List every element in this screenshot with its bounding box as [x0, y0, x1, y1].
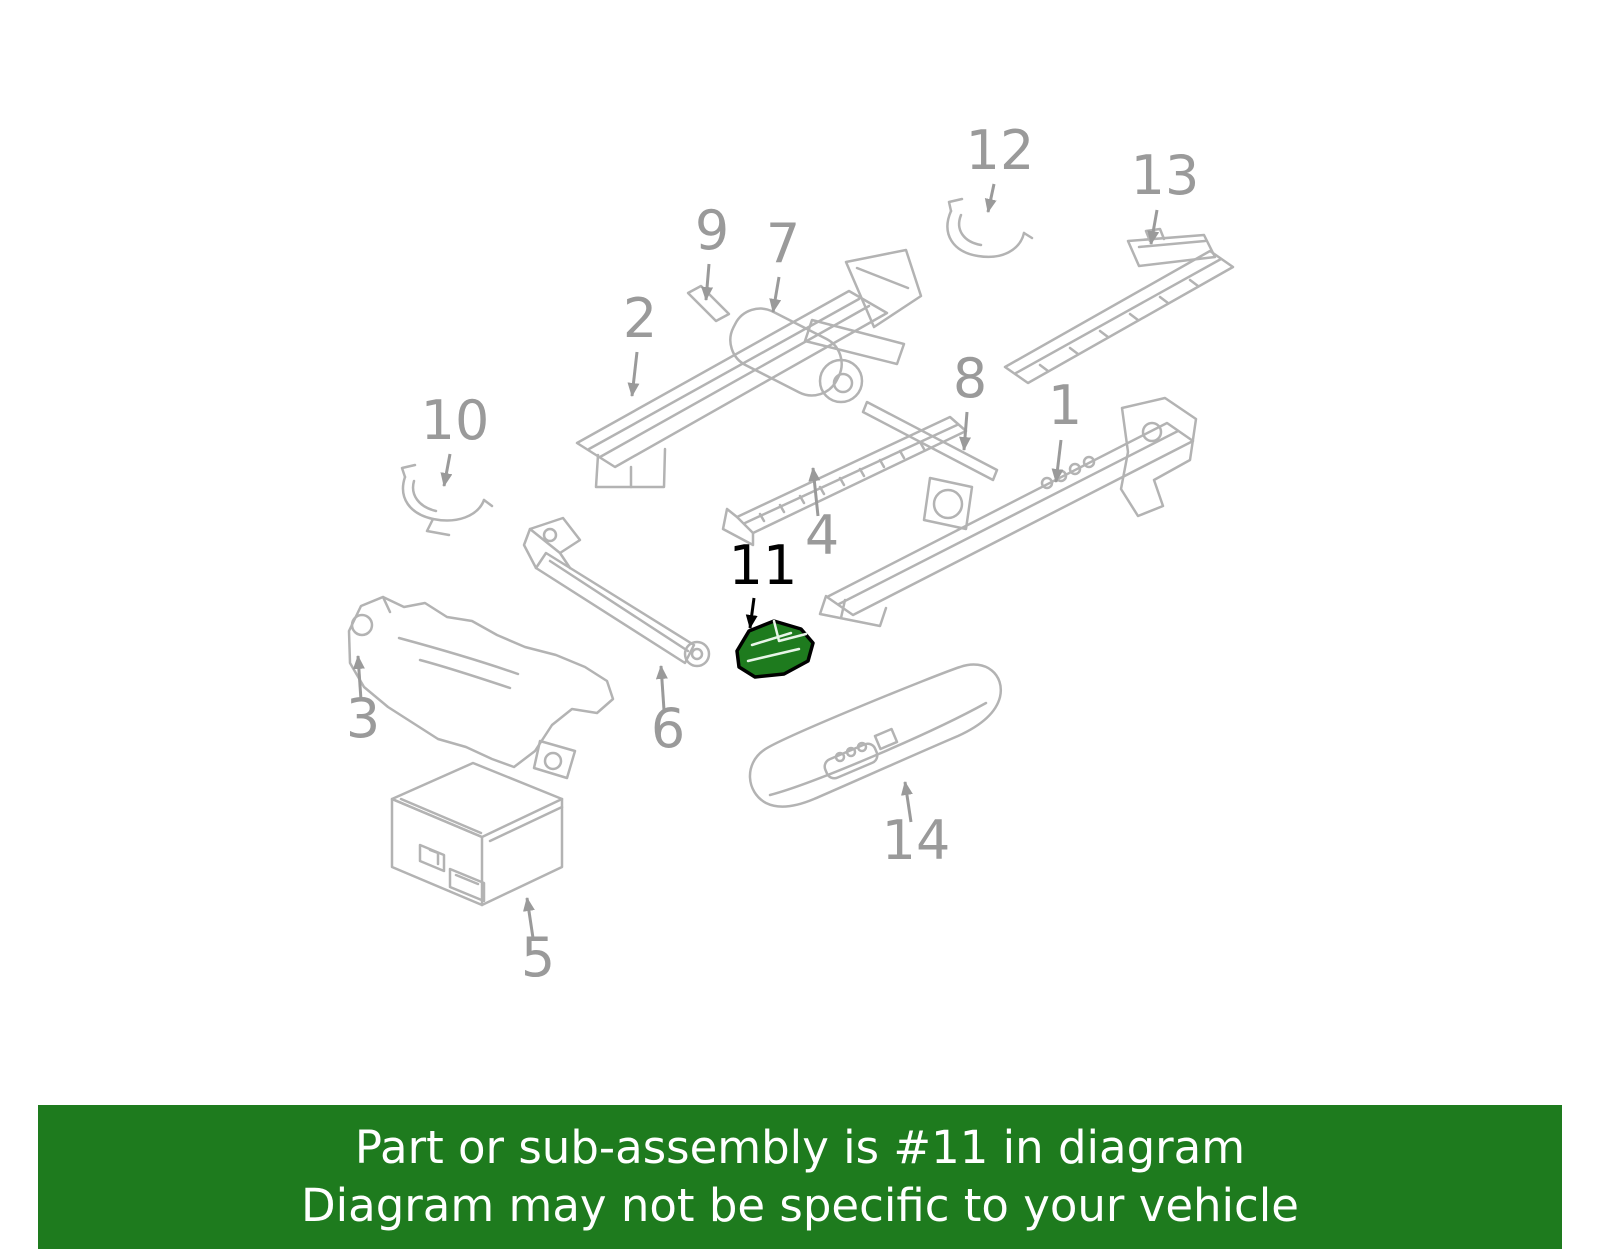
banner-line-1: Part or sub-assembly is #11 in diagram	[354, 1121, 1246, 1175]
callout-8-arrow	[959, 411, 972, 451]
callout-3-arrow	[352, 655, 365, 701]
callout-1-arrow	[1051, 439, 1064, 483]
part-2-track-drawing	[575, 289, 889, 489]
part-3-bracket-drawing	[347, 595, 615, 780]
callout-9-label: 9	[695, 199, 729, 262]
callout-2-label: 2	[623, 287, 657, 350]
callout-3-label: 3	[346, 687, 380, 750]
callout-6-arrow	[655, 665, 668, 711]
callout-1-label: 1	[1048, 374, 1082, 437]
banner-line-2: Diagram may not be specific to your vehi…	[301, 1179, 1299, 1232]
part-13-track-drawing	[1003, 227, 1235, 385]
callout-12-label: 12	[966, 119, 1035, 182]
callout-10-label: 10	[421, 389, 490, 452]
callout-4-label: 4	[805, 504, 839, 567]
callout-14-arrow	[900, 781, 913, 823]
highlight-banner: Part or sub-assembly is #11 in diagram D…	[38, 1105, 1562, 1249]
callout-14-label: 14	[882, 809, 951, 872]
part-11-highlighted-drawing	[735, 619, 815, 679]
callout-13-label: 13	[1131, 144, 1200, 207]
part-6-bracket-drawing	[522, 516, 711, 668]
part-14-shield-drawing	[748, 663, 1003, 808]
callout-6-label: 6	[651, 697, 685, 760]
callout-7-arrow	[769, 276, 782, 313]
part-1-track-drawing	[818, 396, 1198, 628]
part-7-motor-drawing	[729, 248, 923, 404]
callout-11-arrow	[745, 597, 758, 629]
callout-4-arrow	[808, 467, 821, 517]
part-9-pin-drawing	[686, 284, 731, 323]
callout-8-label: 8	[953, 347, 987, 410]
part-12-clip-drawing	[946, 197, 1034, 259]
part-4-track-drawing	[721, 415, 974, 547]
part-8-rod-drawing	[861, 400, 999, 482]
callout-10-arrow	[440, 453, 453, 487]
callout-2-arrow	[627, 351, 640, 397]
part-10-clip-drawing	[400, 463, 494, 537]
callout-9-arrow	[701, 263, 714, 301]
callout-12-arrow	[984, 183, 997, 213]
part-5-module-drawing	[390, 761, 564, 907]
callout-13-arrow	[1147, 209, 1160, 245]
callout-7-label: 7	[766, 212, 800, 275]
callout-5-arrow	[522, 897, 535, 939]
callout-11-label: 11	[729, 534, 798, 597]
callout-5-label: 5	[521, 926, 555, 989]
